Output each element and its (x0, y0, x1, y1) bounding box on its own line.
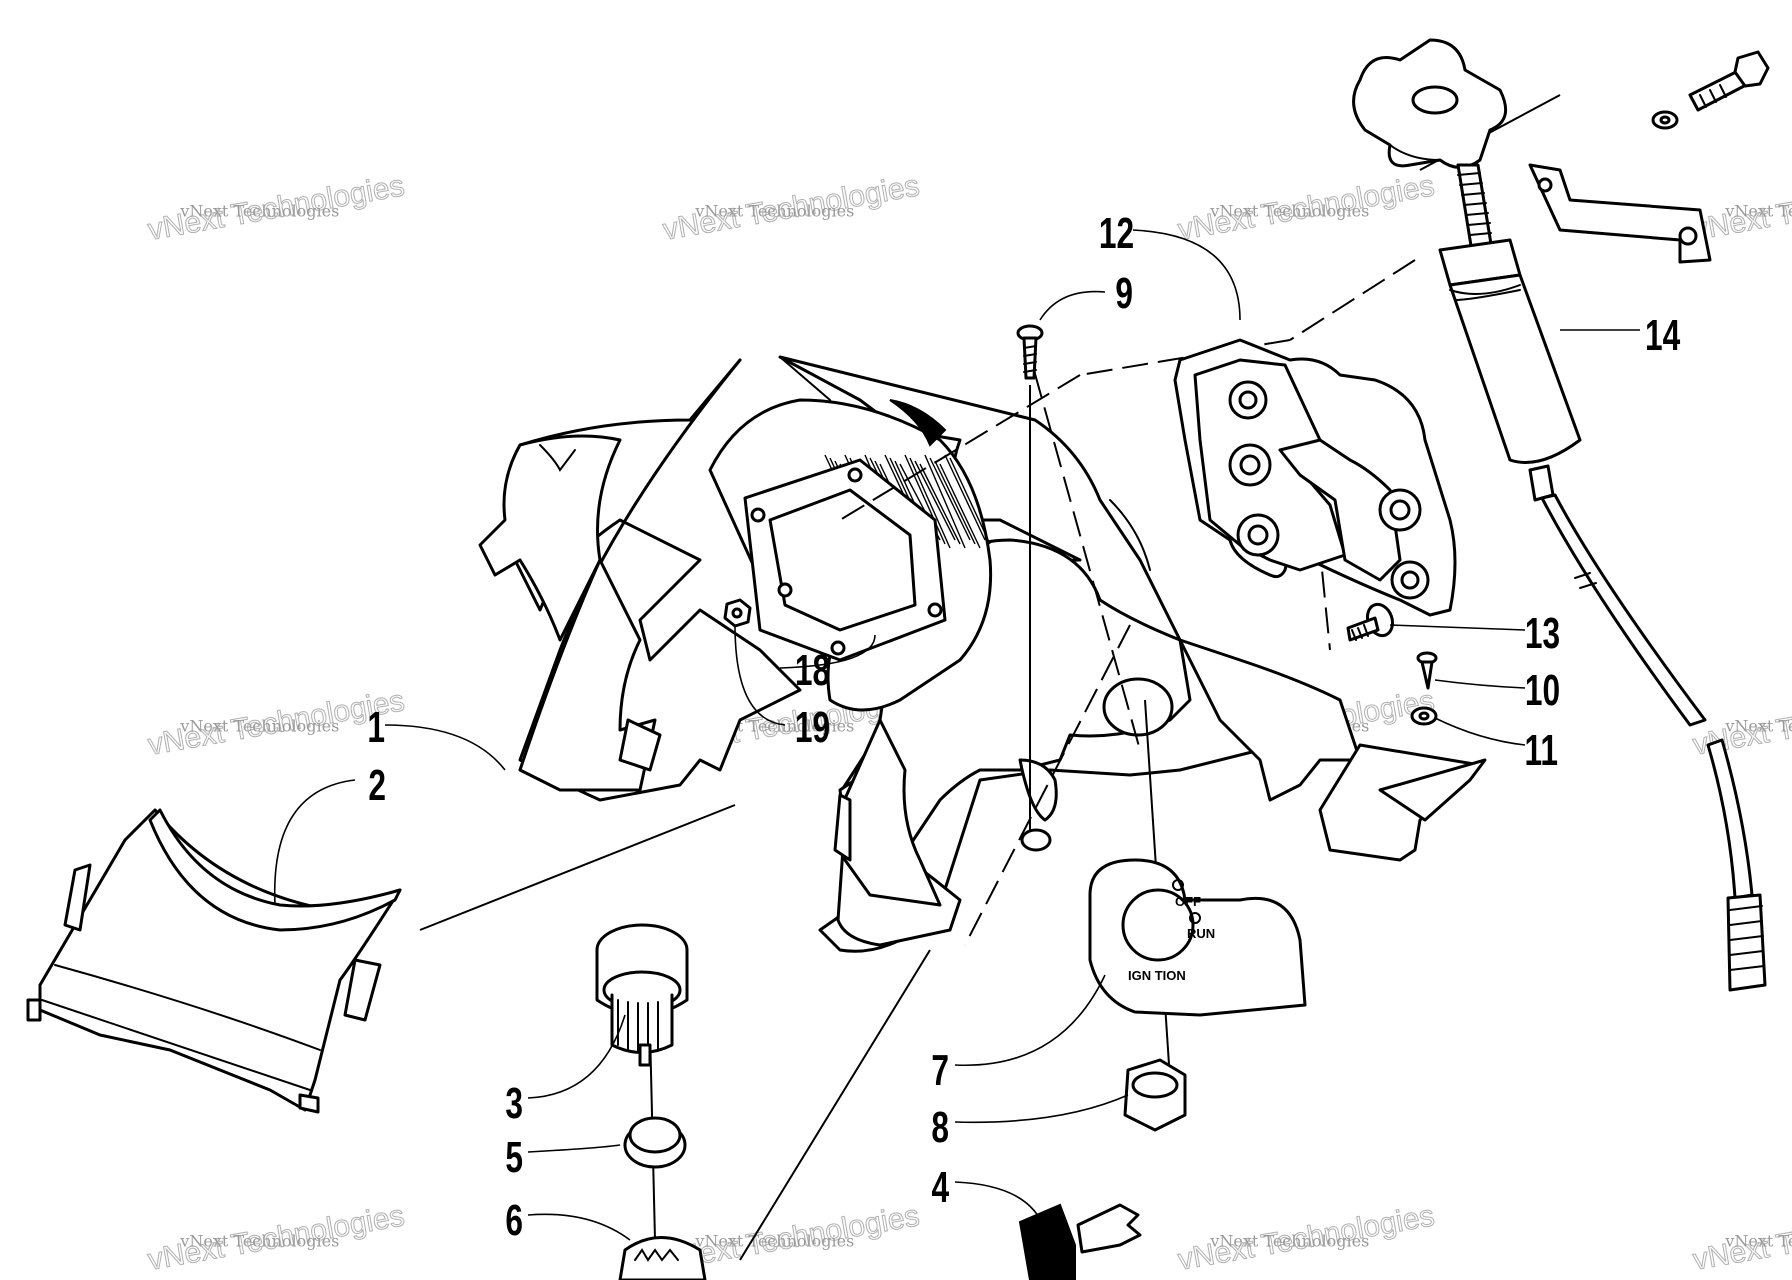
decal-run-text: RUN (1187, 926, 1215, 941)
svg-text:vNext Technologies: vNext Technologies (1209, 1231, 1369, 1250)
leader-lines (273, 229, 1640, 1241)
gasket (743, 458, 947, 662)
primer-pump (1352, 38, 1770, 992)
washer-11 (1410, 706, 1438, 726)
screw-10 (1416, 651, 1438, 690)
svg-text:vNext Technologies: vNext Technologies (179, 1231, 339, 1250)
callout-12: 12 (1099, 209, 1134, 258)
callout-9: 9 (1115, 269, 1133, 318)
callout-8: 8 (931, 1103, 949, 1152)
svg-text:vNext Technologies: vNext Technologies (1209, 201, 1369, 220)
key (1018, 1203, 1142, 1280)
callout-18: 18 (795, 646, 830, 695)
svg-text:vNext Technologies: vNext Technologies (1724, 716, 1792, 735)
screw-9 (1016, 324, 1044, 380)
ignition-decal: OFF RUN IGN TION (1088, 858, 1307, 1017)
callout-labels: 1 2 3 4 5 6 7 8 9 10 11 12 13 14 18 19 (367, 209, 1680, 1245)
callout-6: 6 (505, 1196, 523, 1245)
svg-text:vNext Technologies: vNext Technologies (694, 201, 854, 220)
callout-4: 4 (932, 1163, 950, 1212)
callout-11: 11 (1525, 726, 1558, 775)
callout-2: 2 (368, 761, 386, 810)
callout-10: 10 (1525, 666, 1560, 715)
svg-text:vNext Technologies: vNext Technologies (1724, 201, 1792, 220)
svg-text:vNext Technologies: vNext Technologies (179, 716, 339, 735)
nut (723, 598, 752, 628)
bolt-13 (1346, 602, 1395, 642)
toggle-switch (595, 923, 689, 1067)
callout-5: 5 (505, 1133, 523, 1182)
decal-off-text: OFF (1175, 894, 1201, 909)
end-cap (26, 808, 402, 1114)
callout-14: 14 (1645, 311, 1681, 360)
svg-text:vNext Technologies: vNext Technologies (1724, 1231, 1792, 1250)
retaining-ring (623, 1116, 687, 1169)
decal-ignition-text: IGN TION (1128, 968, 1186, 983)
switch-nut (618, 1236, 707, 1280)
callout-13: 13 (1525, 609, 1560, 658)
callout-19: 19 (795, 703, 830, 752)
callout-1: 1 (367, 703, 385, 752)
callout-3: 3 (505, 1079, 523, 1128)
svg-text:vNext Technologies: vNext Technologies (694, 1231, 854, 1250)
callout-7: 7 (931, 1046, 949, 1095)
svg-text:vNext Technologies: vNext Technologies (179, 201, 339, 220)
bracket-12 (1173, 338, 1457, 617)
ignition-nut (1123, 1058, 1187, 1132)
